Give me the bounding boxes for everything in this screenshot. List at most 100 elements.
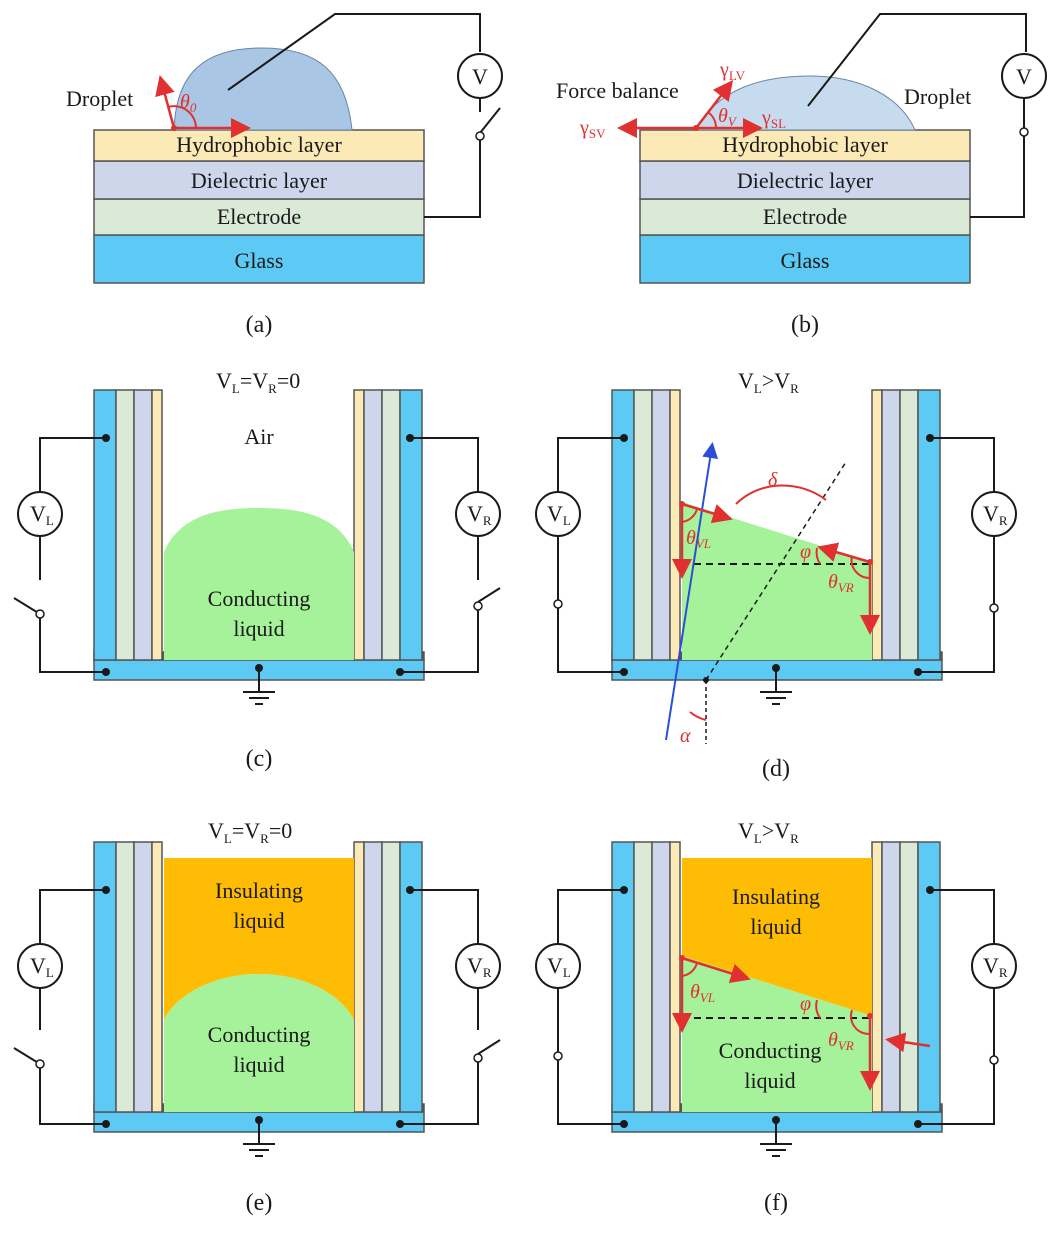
- svg-text:VL=VR=0: VL=VR=0: [216, 368, 300, 396]
- caption-f: (f): [764, 1190, 788, 1216]
- insulating-label-line2: liquid: [233, 908, 284, 933]
- panel-b: V Hydrophobic layer Dielectric layer Ele…: [556, 13, 1047, 338]
- vl-subscript: L: [46, 965, 54, 980]
- svg-text:θ0: θ0: [180, 91, 197, 115]
- conducting-liquid: [682, 502, 872, 660]
- svg-text:VR: VR: [467, 953, 492, 980]
- theta-vr-subscript: VR: [838, 580, 854, 595]
- caption-c: (c): [246, 746, 273, 772]
- condition-v: V: [738, 368, 754, 393]
- panel-a: V Hydrophobic layer Dielectric layer Ele…: [66, 13, 503, 338]
- conducting-label-line2: liquid: [744, 1068, 795, 1093]
- svg-text:θVR: θVR: [828, 1029, 854, 1053]
- condition-l-sub: L: [754, 381, 762, 396]
- theta-subscript: 0: [190, 100, 197, 115]
- liquid-label-line1: Conducting: [208, 586, 311, 611]
- condition-eq: =V: [232, 818, 260, 843]
- condition-end: =0: [269, 818, 292, 843]
- svg-text:θVL: θVL: [690, 981, 715, 1005]
- gamma-sl-subscript: SL: [771, 116, 786, 131]
- condition-v: V: [216, 368, 232, 393]
- left-electrode-stack: [93, 389, 163, 661]
- alpha-symbol: α: [680, 725, 691, 747]
- condition-eq: =V: [240, 368, 268, 393]
- condition-l-sub: L: [232, 381, 240, 396]
- phi-symbol: φ: [800, 541, 811, 563]
- glass-label: Glass: [235, 248, 284, 273]
- svg-text:VL: VL: [30, 953, 54, 980]
- right-electrode-stack: [353, 841, 423, 1113]
- vr-label: V: [467, 953, 483, 978]
- vr-subscript: R: [483, 513, 492, 528]
- hydrophobic-label: Hydrophobic layer: [722, 132, 888, 157]
- vr-subscript: R: [999, 513, 1008, 528]
- electrode-label: Electrode: [763, 204, 847, 229]
- svg-text:VL=VR=0: VL=VR=0: [208, 818, 292, 846]
- gamma-sv-symbol: γ: [579, 117, 589, 139]
- panel-d: VL>VR δ φ α θVL θVR VL VR (d): [535, 368, 1017, 782]
- svg-text:γSV: γSV: [579, 117, 606, 141]
- svg-text:γSL: γSL: [761, 107, 786, 131]
- svg-text:VL: VL: [30, 501, 54, 528]
- delta-symbol: δ: [768, 469, 778, 491]
- vl-subscript: L: [46, 513, 54, 528]
- svg-text:VR: VR: [983, 501, 1008, 528]
- droplet-label: Droplet: [904, 84, 971, 109]
- condition-gt: >V: [762, 818, 790, 843]
- panel-c: VL=VR=0 Air Conducting liquid VL VR (c): [13, 368, 501, 772]
- vl-subscript: L: [563, 965, 571, 980]
- svg-text:θVL: θVL: [686, 527, 711, 551]
- air-label: Air: [244, 424, 274, 449]
- hydrophobic-layer: [639, 129, 971, 162]
- theta-vl-symbol: θ: [686, 527, 696, 549]
- phi-symbol: φ: [800, 993, 811, 1015]
- condition-r-sub: R: [260, 831, 269, 846]
- svg-text:θV: θV: [718, 105, 738, 129]
- liquid-label-line2: liquid: [233, 616, 284, 641]
- condition-l-sub: L: [224, 831, 232, 846]
- right-electrode-stack: [353, 389, 423, 661]
- vr-label: V: [983, 501, 999, 526]
- conducting-label-line1: Conducting: [208, 1022, 311, 1047]
- insulating-label-line1: Insulating: [215, 878, 303, 903]
- gamma-sv-subscript: SV: [589, 126, 606, 141]
- vr-subscript: R: [483, 965, 492, 980]
- theta-vr-symbol: θ: [828, 1029, 838, 1051]
- hydrophobic-label: Hydrophobic layer: [176, 132, 342, 157]
- electrode-layer: [93, 198, 425, 236]
- theta-vl-subscript: VL: [696, 536, 711, 551]
- voltmeter-label: V: [1016, 64, 1032, 89]
- caption-e: (e): [246, 1190, 273, 1216]
- panel-e: VL=VR=0 Insulating liquid Conducting liq…: [13, 818, 501, 1216]
- theta-symbol: θ: [718, 105, 728, 127]
- droplet-label: Droplet: [66, 86, 133, 111]
- condition-gt: >V: [762, 368, 790, 393]
- insulating-liquid: [682, 858, 872, 1016]
- electrode-label: Electrode: [217, 204, 301, 229]
- theta-vl-subscript: VL: [700, 990, 715, 1005]
- gamma-sl-symbol: γ: [761, 107, 771, 129]
- theta-vl-symbol: θ: [690, 981, 700, 1003]
- theta-subscript: V: [728, 114, 738, 129]
- condition-r-sub: R: [790, 831, 799, 846]
- hydrophobic-layer: [93, 129, 425, 162]
- condition-r-sub: R: [790, 381, 799, 396]
- dielectric-layer: [639, 160, 971, 200]
- voltmeter-label: V: [472, 64, 488, 89]
- svg-text:VR: VR: [467, 501, 492, 528]
- condition-v: V: [208, 818, 224, 843]
- svg-text:θVR: θVR: [828, 571, 854, 595]
- theta-symbol: θ: [180, 91, 190, 113]
- conducting-label-line1: Conducting: [719, 1038, 822, 1063]
- svg-text:VL>VR: VL>VR: [738, 368, 799, 396]
- dielectric-label: Dielectric layer: [191, 168, 328, 193]
- vr-subscript: R: [999, 965, 1008, 980]
- caption-b: (b): [791, 312, 819, 338]
- svg-text:VR: VR: [983, 953, 1008, 980]
- conducting-liquid: [164, 508, 354, 660]
- svg-text:VL>VR: VL>VR: [738, 818, 799, 846]
- theta-vr-symbol: θ: [828, 571, 838, 593]
- vr-label: V: [467, 501, 483, 526]
- gamma-lv-subscript: LV: [729, 68, 746, 83]
